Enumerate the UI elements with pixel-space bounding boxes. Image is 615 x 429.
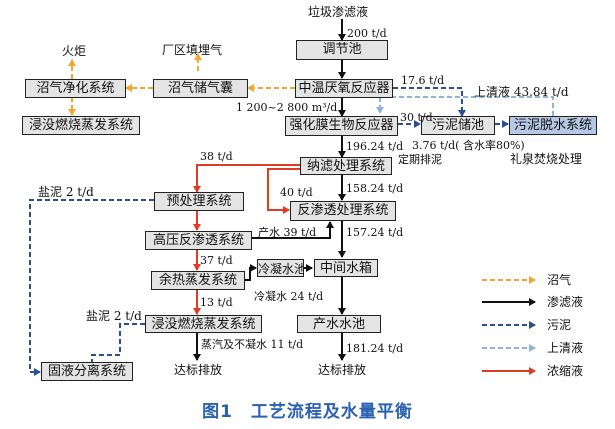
biogas-range-label: 1 200~2 800 m³/d bbox=[236, 101, 338, 114]
salt-sludge-bottom-label: 盐泥 2 t/d bbox=[86, 309, 142, 323]
sludge-storage-box: 污泥储池 bbox=[421, 116, 495, 135]
intermediate-tank-box: 中间水箱 bbox=[314, 259, 378, 277]
pretreatment-box: 预处理系统 bbox=[154, 192, 244, 211]
legend-supernatant: 上清液 bbox=[547, 341, 584, 355]
leachate-flow-lines bbox=[193, 19, 346, 361]
biogas-storage-box: 沼气储气囊 bbox=[153, 79, 248, 98]
product-water-39-label: 产水 39 t/d bbox=[258, 226, 317, 239]
submerged-combustion-bottom-box: 浸没燃烧蒸发系统 bbox=[145, 315, 262, 333]
concentrate-flow-lines bbox=[193, 164, 300, 315]
legend-concentrate: 浓缩液 bbox=[547, 364, 584, 378]
reverse-osmosis-box: 反渗透处理系统 bbox=[290, 201, 396, 221]
tiaojiechi-box: 调节池 bbox=[296, 40, 388, 60]
biogas-purification-box: 沼气净化系统 bbox=[25, 79, 126, 98]
condensate-pool-box: 冷凝水池 bbox=[257, 259, 304, 277]
discharge-left-label: 达标排放 bbox=[174, 363, 223, 377]
flow-200-label: 200 t/d bbox=[347, 27, 387, 40]
flow-13-label: 13 t/d bbox=[200, 296, 233, 309]
anaerobic-reactor-box: 中温厌氧反应器 bbox=[295, 79, 393, 98]
biogas-flow-lines bbox=[68, 53, 295, 116]
flow-196-24-label: 196.24 t/d bbox=[346, 140, 404, 153]
figure-caption: 图1 工艺流程及水量平衡 bbox=[202, 402, 413, 422]
flow-181-24-label: 181.24 t/d bbox=[346, 342, 404, 355]
torch-label: 火炬 bbox=[62, 44, 87, 58]
sludge-flow-lines bbox=[29, 87, 509, 376]
waste-heat-evaporation-box: 余热蒸发系统 bbox=[151, 271, 245, 290]
flow-158-24-label: 158.24 t/d bbox=[346, 182, 404, 195]
flow-40-label: 40 t/d bbox=[280, 186, 313, 199]
high-pressure-ro-box: 高压反渗透系统 bbox=[145, 231, 252, 250]
sludge-dewatering-box: 污泥脱水系统 bbox=[509, 116, 597, 135]
solid-liquid-separation-box: 固液分离系统 bbox=[41, 362, 133, 381]
supernatant-label: 上清液 43.84 t/d bbox=[474, 85, 569, 99]
liquan-incineration-label: 礼泉焚烧处理 bbox=[510, 152, 583, 166]
supernatant-flow-lines bbox=[376, 96, 554, 116]
source-label: 垃圾渗滤液 bbox=[308, 5, 369, 19]
flow-37-label: 37 t/d bbox=[200, 254, 233, 267]
product-water-tank-box: 产水水池 bbox=[297, 315, 381, 333]
nanofiltration-box: 纳滤处理系统 bbox=[300, 157, 392, 175]
discharge-right-label: 达标排放 bbox=[318, 363, 367, 377]
periodic-discharge-label: 定期排泥 bbox=[398, 153, 442, 166]
salt-sludge-top-label: 盐泥 2 t/d bbox=[38, 185, 94, 199]
flow-3-76-label: 3.76 t/d( 含水率80%) bbox=[412, 139, 525, 152]
landfill-gas-label: 厂区填埋气 bbox=[162, 43, 223, 57]
legend-biogas: 沼气 bbox=[547, 273, 572, 287]
legend-sludge: 污泥 bbox=[547, 318, 572, 332]
steam-condensate-label: 蒸汽及不凝水 11 t/d bbox=[201, 338, 304, 351]
flow-17-6-label: 17.6 t/d bbox=[401, 74, 445, 87]
submerged-combustion-top-box: 浸没燃烧蒸发系统 bbox=[22, 116, 140, 135]
legend-lines bbox=[482, 276, 536, 375]
flow-30-label: 30 t/d bbox=[400, 111, 433, 124]
legend-leachate: 渗滤液 bbox=[547, 295, 584, 309]
flow-38-label: 38 t/d bbox=[200, 150, 233, 163]
condensate-24-label: 冷凝水 24 t/d bbox=[254, 290, 324, 303]
flow-157-24-label: 157.24 t/d bbox=[346, 226, 404, 239]
mbr-reactor-box: 强化膜生物反应器 bbox=[285, 116, 398, 136]
